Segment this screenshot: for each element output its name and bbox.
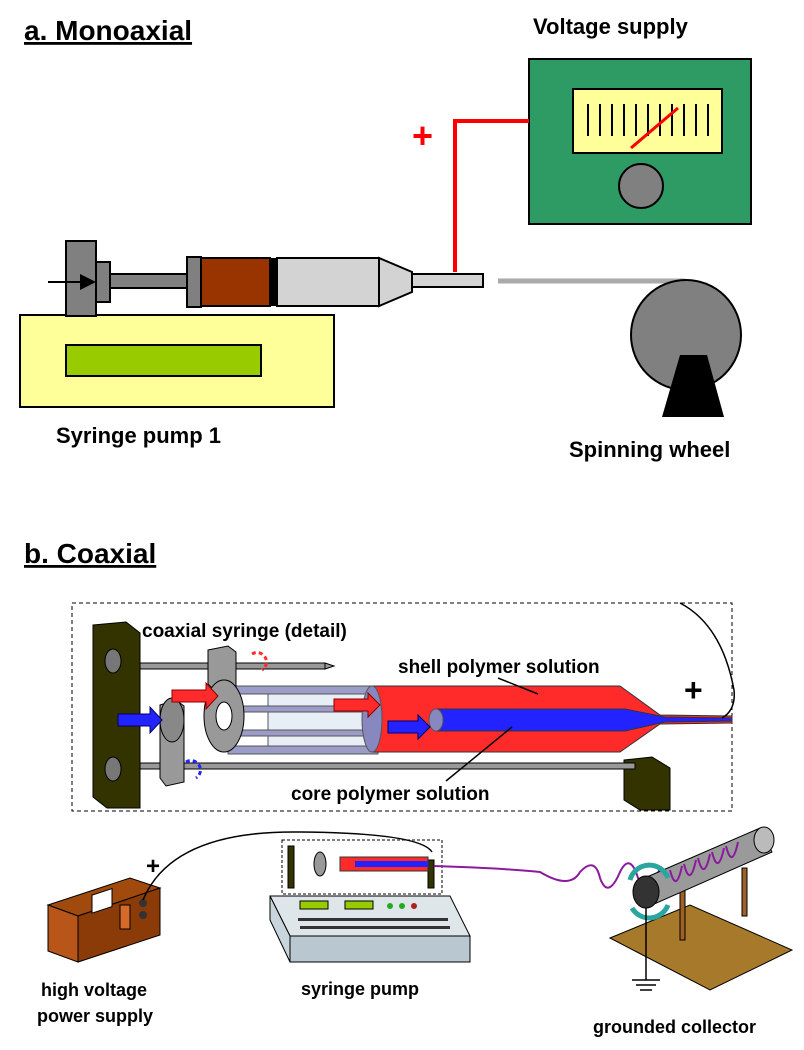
shell-flow-arrow-1 xyxy=(171,681,219,711)
right-end-plate xyxy=(623,756,671,811)
spinning-wheel-label: Spinning wheel xyxy=(569,437,730,462)
positive-wire xyxy=(453,119,529,272)
section-b-title: b. Coaxial xyxy=(24,538,156,569)
syringe-pump-label: syringe pump xyxy=(301,979,419,999)
meter-scale xyxy=(587,104,709,136)
section-a: a. Monoaxial Voltage supply xyxy=(19,14,752,462)
core-flow-arrow-1 xyxy=(117,705,163,735)
syringe-pump-1-label: Syringe pump 1 xyxy=(56,423,221,448)
polymer-solution xyxy=(200,257,271,307)
positive-sign-supply: + xyxy=(146,853,160,880)
shell-leader xyxy=(497,677,539,695)
positive-sign-a: + xyxy=(412,115,433,156)
wheel-stand xyxy=(662,355,724,417)
rotation-arrows xyxy=(185,651,268,780)
section-b: b. Coaxial xyxy=(24,538,794,1037)
syringe-barrel xyxy=(276,257,380,307)
outer-syringe-glass xyxy=(267,687,379,753)
grounded-collector xyxy=(608,826,794,991)
voltage-supply xyxy=(528,58,752,225)
coaxial-syringe-detail-label: coaxial syringe (detail) xyxy=(142,621,347,642)
syringe-tip xyxy=(378,256,413,308)
meter-needle xyxy=(630,106,679,150)
syringe-pump-1 xyxy=(19,240,484,408)
fiber-jet-b xyxy=(433,862,661,889)
syringe-needle xyxy=(411,273,484,288)
left-end-plate xyxy=(92,621,141,809)
grounded-collector-label: grounded collector xyxy=(593,1017,756,1037)
core-flow-arrow-2 xyxy=(387,713,431,741)
supply-knob xyxy=(618,163,664,209)
shell-polymer-label: shell polymer solution xyxy=(398,657,600,678)
core-polymer xyxy=(435,708,733,732)
shell-flow-arrow-2 xyxy=(333,691,381,719)
pump-display xyxy=(65,344,262,377)
positive-sign-detail: + xyxy=(684,672,703,708)
core-polymer-label: core polymer solution xyxy=(291,784,489,805)
hv-supply-label-line1: high voltage xyxy=(41,980,147,1000)
detail-hv-wire xyxy=(679,602,735,719)
core-leader xyxy=(445,726,513,782)
supply-wire xyxy=(142,831,433,901)
section-a-title: a. Monoaxial xyxy=(24,15,192,46)
bottom-rod xyxy=(139,762,636,770)
pump-pusher-block xyxy=(65,240,97,317)
plunger-flange xyxy=(186,256,202,308)
hv-supply-label-line2: power supply xyxy=(37,1006,153,1026)
plunger-rod xyxy=(109,273,188,289)
high-voltage-power-supply xyxy=(46,877,162,963)
voltage-supply-label: Voltage supply xyxy=(533,14,689,39)
spinning-wheel xyxy=(630,279,742,417)
bottom-syringe-pump xyxy=(269,839,471,963)
